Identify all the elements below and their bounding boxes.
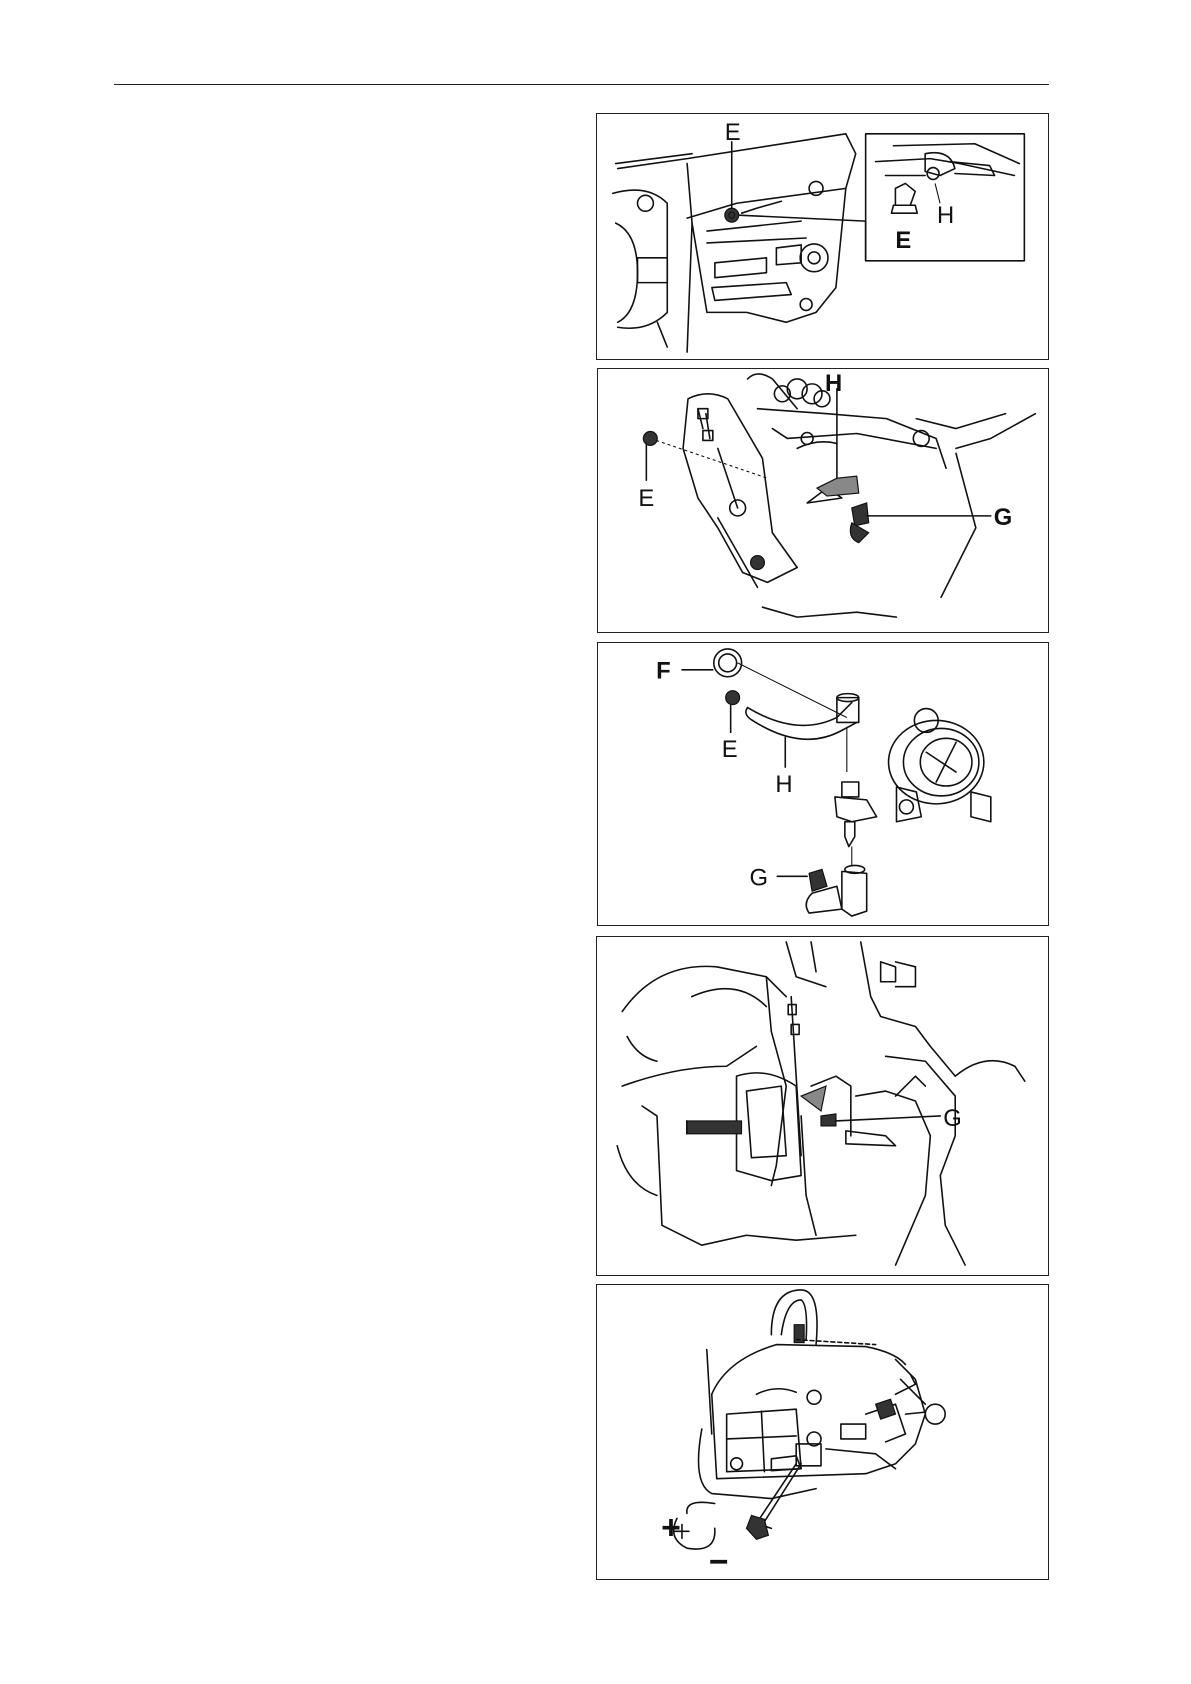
figure-1-drawing: E H E	[597, 114, 1048, 359]
figure-2-drawing: H G E	[598, 369, 1048, 632]
header-rule	[114, 84, 1049, 85]
fig4-label-g: G	[943, 1105, 962, 1132]
fig5-label-plus: +	[661, 1508, 681, 1546]
fig2-label-e: E	[638, 485, 654, 512]
figure-3-oil-pump-exploded: F E H G	[597, 642, 1049, 926]
fig1-label-e-inset: E	[895, 227, 911, 254]
figure-4-oil-pump-removal: G	[596, 936, 1049, 1276]
figure-3-drawing: F E H G	[598, 643, 1048, 925]
fig2-label-h: H	[825, 370, 842, 397]
figure-5-drawing: + −	[597, 1285, 1048, 1579]
fig5-label-minus: −	[709, 1543, 729, 1579]
figure-4-drawing: G	[597, 937, 1048, 1275]
fig1-label-h: H	[937, 202, 954, 229]
figure-2-oil-hose-removal: H G E	[597, 368, 1049, 633]
fig2-label-g: G	[994, 504, 1013, 531]
fig1-label-e-top: E	[725, 119, 741, 146]
figure-5-oil-pump-adjustment: + −	[596, 1284, 1049, 1580]
figure-1-chain-oil-cover: E H E	[596, 113, 1049, 360]
fig1-inset-frame	[866, 134, 1025, 261]
fig3-label-g: G	[750, 864, 769, 891]
fig3-label-h: H	[775, 771, 792, 798]
fig3-label-f: F	[656, 658, 671, 685]
fig3-label-e: E	[722, 736, 738, 763]
